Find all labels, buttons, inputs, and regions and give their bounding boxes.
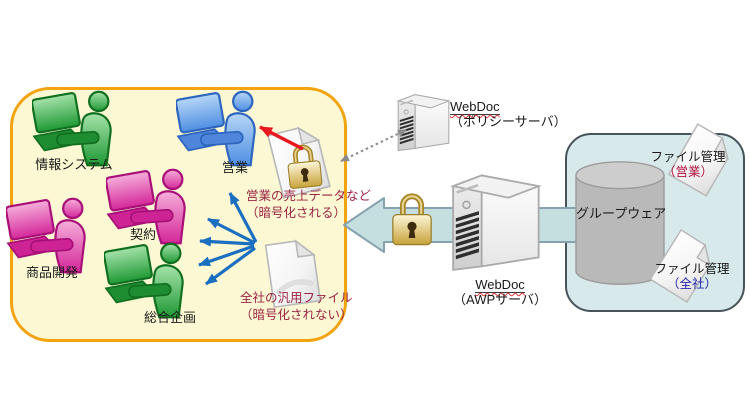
person-planning-icon <box>104 242 184 319</box>
plain-caption-line2: （暗号化されない） <box>240 307 353 322</box>
file-mgmt-company-doc-icon <box>649 228 711 304</box>
policy-server-name: WebDoc <box>450 99 500 115</box>
policy-server-label: WebDoc （ポリシーサーバ） <box>450 99 567 129</box>
transfer-lock-icon <box>392 193 432 246</box>
awp-server-label: WebDoc （AWPサーバ） <box>437 277 563 307</box>
policy-server-icon <box>396 93 451 152</box>
plain-caption-line1: 全社の汎用ファイル <box>240 291 353 305</box>
encrypted-caption-line1: 営業の売上データなど <box>246 189 372 203</box>
file-mgmt-sales-label: ファイル管理 （営業） <box>648 150 728 180</box>
person-infosys-label: 情報システム <box>35 157 113 172</box>
person-product-dev-icon <box>6 197 86 274</box>
file-mgmt-sales-title: ファイル管理 <box>650 150 726 164</box>
person-infosys-icon <box>32 90 112 167</box>
person-sales-icon <box>176 90 256 167</box>
plain-document-caption: 全社の汎用ファイル （暗号化されない） <box>240 290 353 323</box>
encrypted-caption-line2: （暗号化される） <box>246 205 347 220</box>
awp-server-role: （AWPサーバ） <box>453 292 547 307</box>
encrypted-document-lock-icon <box>287 144 323 189</box>
person-sales-label: 営業 <box>221 160 248 175</box>
person-contract-icon <box>106 168 186 245</box>
person-product-dev-label: 商品開発 <box>25 265 78 280</box>
plain-document-icon <box>264 239 322 309</box>
awp-server-icon <box>449 174 542 271</box>
person-contract-label: 契約 <box>129 227 156 242</box>
policy-server-role: （ポリシーサーバ） <box>450 114 567 129</box>
person-planning-label: 総合企画 <box>143 310 196 325</box>
encrypted-document-caption: 営業の売上データなど （暗号化される） <box>246 188 371 221</box>
file-mgmt-company-label: ファイル管理 （全社） <box>652 262 732 292</box>
file-mgmt-sales-scope: （営業） <box>662 165 713 179</box>
groupware-db-label: グループウェア <box>576 206 667 221</box>
file-mgmt-company-scope: （全社） <box>666 277 717 291</box>
file-mgmt-sales-doc-icon <box>667 123 729 197</box>
awp-server-name: WebDoc <box>475 277 525 293</box>
file-mgmt-company-title: ファイル管理 <box>654 262 730 276</box>
